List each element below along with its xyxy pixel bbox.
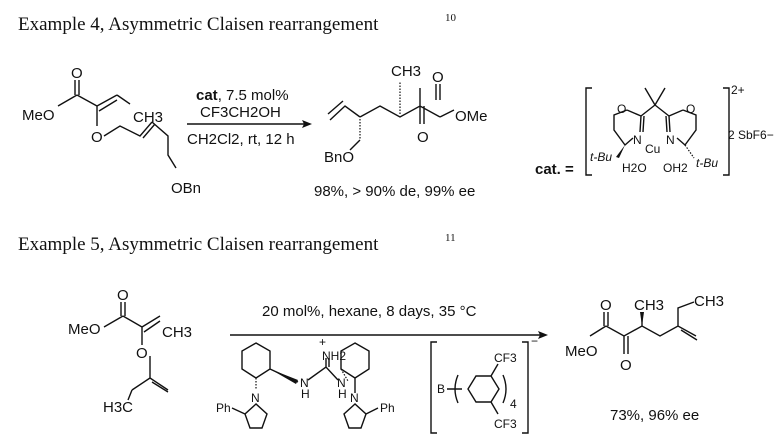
cf3-bottom: CF3 bbox=[494, 417, 517, 431]
oxazoline-o-right: O bbox=[686, 102, 695, 116]
example5-yield: 73%, 96% ee bbox=[610, 407, 699, 424]
h-right: H bbox=[338, 387, 347, 401]
ph-right: Ph bbox=[380, 401, 395, 415]
product-bno: BnO bbox=[324, 149, 354, 166]
ch3-label: CH3 bbox=[162, 324, 192, 341]
example5-arrow bbox=[230, 331, 548, 339]
example5-substrate: O MeO CH3 O H3C bbox=[68, 287, 192, 416]
ch3-label: CH3 bbox=[133, 109, 163, 126]
example5-reference: 11 bbox=[445, 232, 456, 244]
product-o-bottom: O bbox=[620, 357, 632, 374]
cat-loading: , 7.5 mol% bbox=[218, 87, 289, 104]
carbonyl-o: O bbox=[71, 65, 83, 82]
product-ome: OMe bbox=[455, 108, 488, 125]
example5-product: O CH3 CH3 MeO O bbox=[565, 293, 724, 374]
boron-label: B bbox=[437, 382, 445, 396]
example4-arrow bbox=[187, 120, 312, 128]
carbonyl-o: O bbox=[117, 287, 129, 304]
counterion: 2 SbF6− bbox=[728, 128, 774, 142]
product-o-top: O bbox=[432, 69, 444, 86]
guanidinium-plus: + bbox=[319, 335, 326, 349]
example5-conditions: 20 mol%, hexane, 8 days, 35 °C bbox=[262, 303, 477, 320]
nh-right: N bbox=[337, 376, 346, 390]
conditions-line3: CH2Cl2, rt, 12 h bbox=[187, 131, 295, 148]
oxazoline-o-left: O bbox=[617, 102, 626, 116]
catalyst-charge: 2+ bbox=[731, 83, 745, 97]
product-meo: MeO bbox=[565, 343, 598, 360]
example5-title: Example 5, Asymmetric Claisen rearrangem… bbox=[18, 234, 379, 255]
ph-left: Ph bbox=[216, 401, 231, 415]
nh-left: N bbox=[300, 376, 309, 390]
tbu-left: t-Bu bbox=[590, 150, 612, 164]
h2o-right: OH2 bbox=[663, 161, 688, 175]
cat-label: cat. = bbox=[535, 161, 574, 178]
n-right: N bbox=[666, 133, 675, 147]
n-left: N bbox=[633, 133, 642, 147]
example5-catalyst: NH2 + N H N H N N Ph Ph B CF3 CF3 4 − bbox=[216, 334, 538, 434]
product-o-bottom: O bbox=[417, 129, 429, 146]
product-ch3-isopropenyl: CH3 bbox=[694, 293, 724, 310]
conditions-line2: CF3CH2OH bbox=[200, 104, 281, 121]
product-ch3: CH3 bbox=[634, 297, 664, 314]
h2o-left: H2O bbox=[622, 161, 647, 175]
obn-label: OBn bbox=[171, 180, 201, 197]
example4-yield: 98%, > 90% de, 99% ee bbox=[314, 183, 475, 200]
guanidinium-nh2: NH2 bbox=[322, 349, 346, 363]
ether-o: O bbox=[91, 129, 103, 146]
example4-catalyst: cat. = O O N N Cu t-Bu t-Bu H2O OH2 2+ 2… bbox=[535, 83, 774, 178]
example4-reference: 10 bbox=[445, 12, 457, 24]
example4-substrate: O MeO CH3 O OBn bbox=[22, 65, 201, 197]
cf3-top: CF3 bbox=[494, 351, 517, 365]
tbu-right: t-Bu bbox=[696, 156, 718, 170]
borate-charge: − bbox=[531, 334, 538, 348]
product-ch3: CH3 bbox=[391, 63, 421, 80]
meo-label: MeO bbox=[22, 107, 55, 124]
h3c-label: H3C bbox=[103, 399, 133, 416]
conditions-line1: cat, 7.5 mol% bbox=[196, 87, 289, 104]
pyrrole-n-left: N bbox=[251, 391, 260, 405]
ether-o: O bbox=[136, 345, 148, 362]
aryl-count: 4 bbox=[510, 397, 517, 411]
example4-product: CH3 O OMe O BnO bbox=[324, 63, 488, 166]
pyrrole-n-right: N bbox=[350, 391, 359, 405]
cu-label: Cu bbox=[645, 142, 660, 156]
example4-title: Example 4, Asymmetric Claisen rearrangem… bbox=[18, 14, 379, 35]
cat-bold: cat bbox=[196, 87, 218, 104]
h-left: H bbox=[301, 387, 310, 401]
meo-label: MeO bbox=[68, 321, 101, 338]
product-o-top: O bbox=[600, 297, 612, 314]
